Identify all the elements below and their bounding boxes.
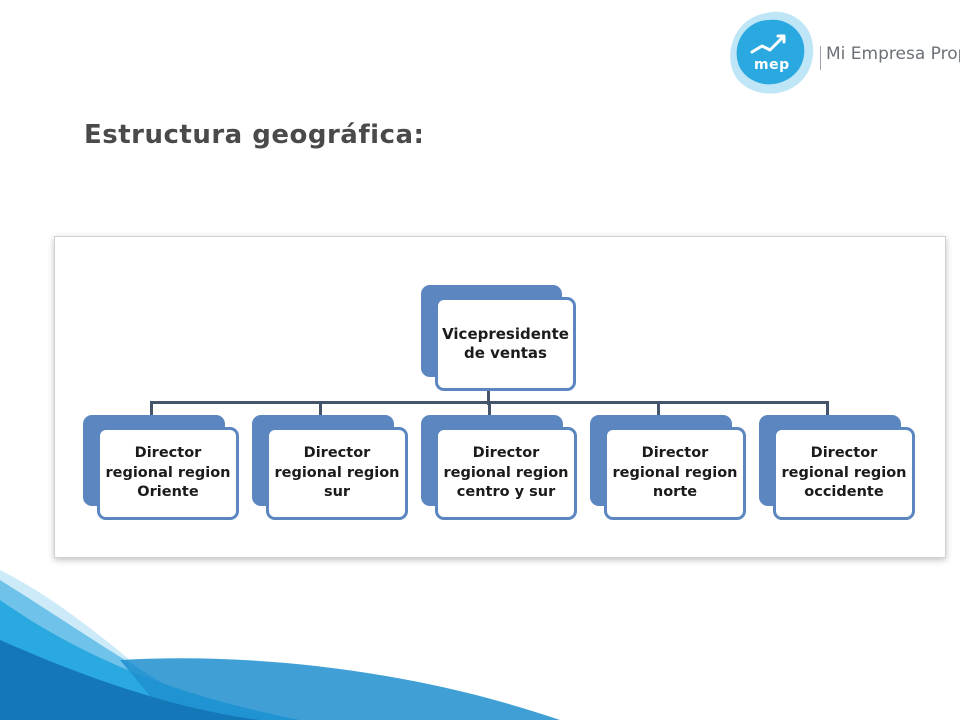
decorative-wave xyxy=(0,570,560,720)
org-node-occidente: Director regional region occidente xyxy=(759,415,915,520)
org-node-oriente: Director regional region Oriente xyxy=(83,415,239,520)
mep-logo-icon xyxy=(730,11,814,94)
org-node-root: Vicepresidente de ventas xyxy=(421,285,576,391)
node-label: Vicepresidente de ventas xyxy=(442,324,569,363)
org-node-sur: Director regional region sur xyxy=(252,415,408,520)
connector-child-3 xyxy=(488,401,491,419)
logo-name: Mi Empresa Propia xyxy=(826,44,960,64)
company-logo: mep Mi Empresa Propia xyxy=(726,8,960,98)
node-box: Director regional region centro y sur xyxy=(435,427,577,520)
slide-title: Estructura geográfica: xyxy=(84,120,425,150)
node-box: Director regional region sur xyxy=(266,427,408,520)
node-label: Director regional region norte xyxy=(612,445,738,501)
org-node-norte: Director regional region norte xyxy=(590,415,746,520)
connector-child-1 xyxy=(150,401,153,419)
node-label: Director regional region Oriente xyxy=(105,445,231,501)
org-node-centro-y-sur: Director regional region centro y sur xyxy=(421,415,577,520)
node-label: Director regional region occidente xyxy=(781,445,907,501)
logo-mark-text: mep xyxy=(754,57,790,73)
node-box: Director regional region norte xyxy=(604,427,746,520)
connector-child-2 xyxy=(319,401,322,419)
node-box: Director regional region occidente xyxy=(773,427,915,520)
node-label: Director regional region sur xyxy=(274,445,400,501)
connector-child-4 xyxy=(657,401,660,419)
logo-divider xyxy=(820,46,821,70)
org-chart-frame: Vicepresidente de ventas Director region… xyxy=(54,236,946,558)
node-box: Director regional region Oriente xyxy=(97,427,239,520)
connector-child-5 xyxy=(826,401,829,419)
node-label: Director regional region centro y sur xyxy=(443,445,569,501)
node-box: Vicepresidente de ventas xyxy=(435,297,576,391)
